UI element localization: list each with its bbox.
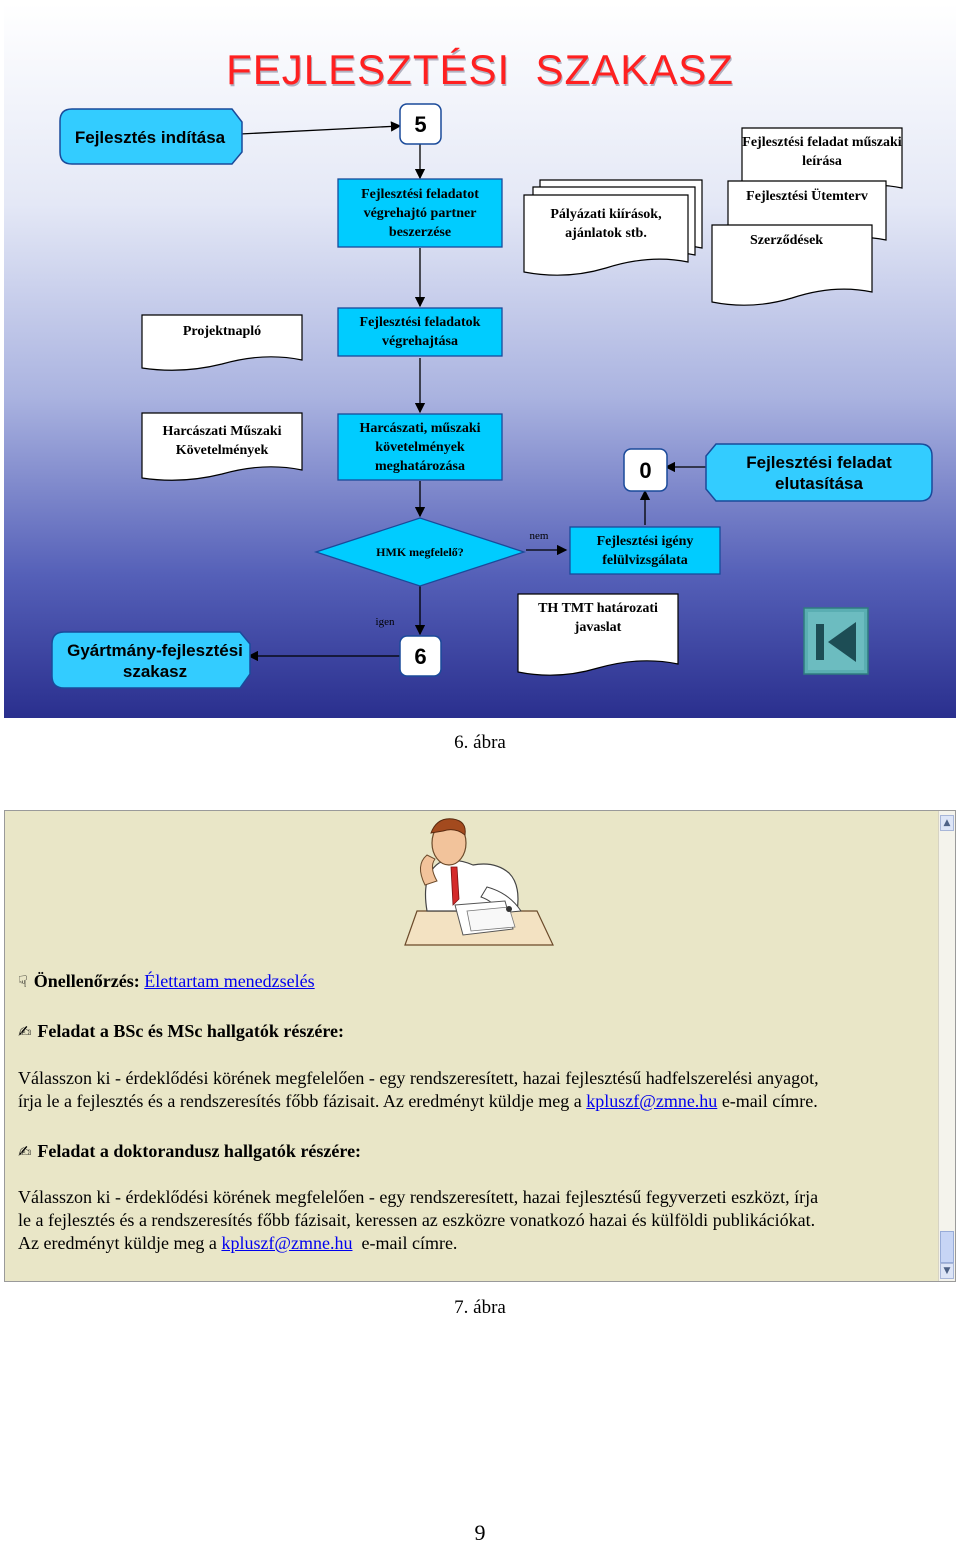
doc-project-log: Projektnapló [182, 323, 262, 339]
task2-line-3a: Az eredményt küldje meg a [18, 1233, 222, 1253]
writing-hand-icon: ✍ [18, 1142, 32, 1161]
step-partner-procurement: Fejlesztési feladatot végrehajtó partner… [361, 186, 479, 240]
task1-heading-line: ✍ Feladat a BSc és MSc hallgatók részére: [18, 1021, 344, 1042]
task1-line-2a: írja le a fejlesztés és a rendszeresítés… [18, 1091, 587, 1111]
scroll-up-icon[interactable]: ▲ [940, 815, 954, 831]
self-check-line: ☟ Önellenőrzés: Élettartam menedzselés [18, 971, 315, 992]
task2-text: Válasszon ki - érdeklődési körének megfe… [18, 1186, 928, 1255]
reject-node: Fejlesztési feladat elutasítása [746, 453, 892, 493]
flowchart-shapes [51, 103, 933, 689]
self-check-link[interactable]: Élettartam menedzselés [144, 971, 315, 991]
doc-contracts: Szerződések [750, 232, 824, 248]
self-check-label: Önellenőrzés: [33, 971, 140, 991]
task2-line-1: Válasszon ki - érdeklődési körének megfe… [18, 1187, 819, 1207]
connector-0: 0 [639, 457, 652, 483]
doc-schedule: Fejlesztési Ütemterv [746, 188, 868, 204]
scroll-thumb[interactable] [940, 1231, 954, 1263]
connector-6: 6 [414, 643, 427, 669]
task1-text: Válasszon ki - érdeklődési körének megfe… [18, 1067, 928, 1113]
task2-line-3: Az eredményt küldje meg a kpluszf@zmne.h… [18, 1232, 928, 1255]
doc-th-tmt: TH TMT határozati javaslat [538, 601, 658, 635]
decision-hmk: HMK megfelelő? [376, 545, 464, 559]
task2-line-2: le a fejlesztés és a rendszeresítés főbb… [18, 1210, 816, 1230]
doc-technical-spec: Fejlesztési feladat műszaki leírása [742, 135, 902, 169]
flowchart-title: FEJLESZTÉSI SZAKASZ [226, 46, 734, 93]
flowchart-slide: FEJLESZTÉSI SZAKASZ Fejlesztés indítása … [4, 4, 956, 718]
figure-6-caption: 6. ábra [454, 732, 506, 753]
tired-man-at-desk-illustration [404, 818, 554, 946]
page-number: 9 [474, 1520, 486, 1545]
task1-line-1: Válasszon ki - érdeklődési körének megfe… [18, 1068, 819, 1088]
step-review: Fejlesztési igény felülvizsgálata [596, 534, 694, 568]
connector-5: 5 [414, 111, 427, 137]
browser-screenshot: ☟ Önellenőrzés: Élettartam menedzselés ✍ F… [4, 810, 956, 1282]
task2-heading: Feladat a doktorandusz hallgatók részére… [37, 1141, 362, 1161]
doc-tenders: Pályázati kiírások, ajánlatok stb. [550, 207, 662, 241]
skip-back-button-shape [803, 607, 869, 675]
start-node: Fejlesztés indítása [74, 127, 226, 147]
skip-back-icon[interactable] [804, 608, 868, 674]
task1-line-2b: e-mail címre. [717, 1091, 818, 1111]
task1-email-link[interactable]: kpluszf@zmne.hu [586, 1091, 718, 1111]
task1-heading: Feladat a BSc és MSc hallgatók részére: [37, 1021, 345, 1041]
task2-line-3b: e-mail címre. [352, 1233, 458, 1253]
figure-7-caption: 7. ábra [454, 1297, 506, 1318]
doc-requirements: Harcászati Műszaki Követelmények [162, 424, 282, 458]
scroll-down-icon[interactable]: ▼ [940, 1263, 954, 1279]
task2-email-link[interactable]: kpluszf@zmne.hu [221, 1233, 353, 1253]
task2-heading-line: ✍ Feladat a doktorandusz hallgatók részér… [18, 1141, 361, 1162]
step-execution: Fejlesztési feladatok végrehajtása [359, 315, 481, 349]
yes-label: igen [375, 615, 395, 628]
pointing-hand-icon: ☟ [18, 972, 28, 991]
next-phase-node: Gyártmány-fejlesztési szakasz [67, 641, 243, 681]
writing-hand-icon: ✍ [18, 1022, 32, 1041]
page-content: ☟ Önellenőrzés: Élettartam menedzselés ✍ F… [5, 811, 941, 1281]
task1-line-2: írja le a fejlesztés és a rendszeresítés… [18, 1090, 928, 1113]
no-label: nem [529, 529, 549, 542]
step-requirements: Harcászati, műszaki követelmények meghat… [359, 420, 481, 474]
vertical-scrollbar[interactable]: ▲ ▼ [938, 811, 955, 1281]
